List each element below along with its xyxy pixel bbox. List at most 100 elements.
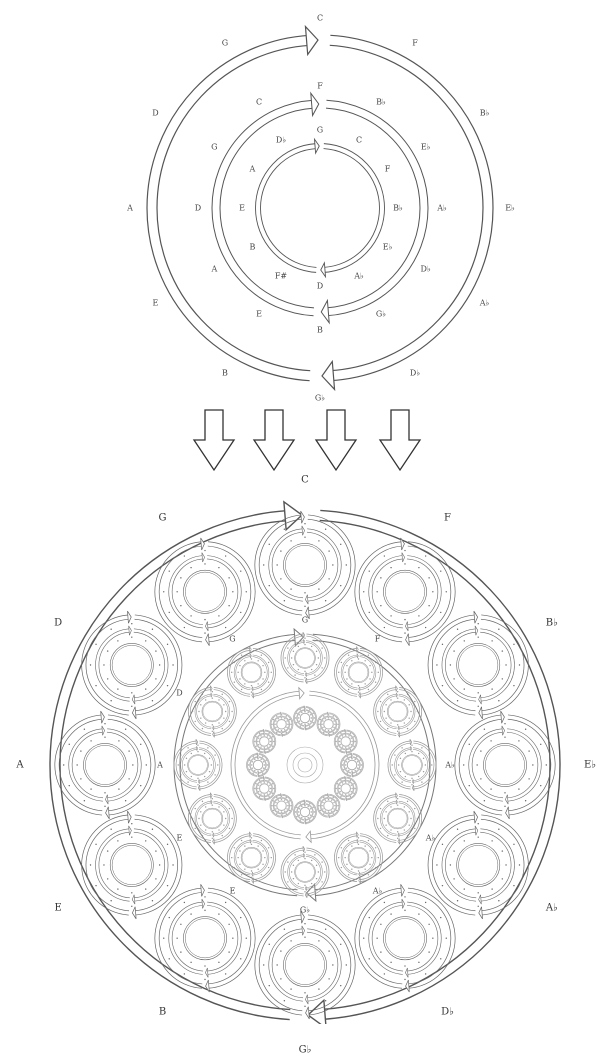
sub-circle-dot bbox=[449, 864, 452, 866]
sub-sub-circle-middle-arc bbox=[213, 693, 231, 730]
sub-sub-circle-outer-arrowhead-icon bbox=[302, 631, 306, 639]
sub-circle-outer-arrowhead-icon bbox=[100, 710, 105, 724]
sub-sub-circle-outer-arrowhead-icon bbox=[397, 838, 401, 845]
tiny-circle-outer-arc bbox=[294, 801, 305, 823]
sub-sub-circle-dot bbox=[321, 647, 323, 649]
big-middle-note-label: A♭ bbox=[445, 760, 455, 770]
tiny-circle-dot bbox=[275, 720, 277, 722]
tiny-circle-middle-arrowhead-icon bbox=[351, 771, 354, 775]
sub-sub-circle-dot bbox=[262, 863, 264, 866]
tiny-circle-dot bbox=[271, 805, 273, 807]
sub-circle-dot bbox=[155, 850, 157, 852]
tiny-circle-dot bbox=[307, 816, 309, 819]
sub-circle-dot bbox=[151, 828, 154, 830]
sub-circle-dot bbox=[190, 913, 192, 915]
sub-circle-dot bbox=[290, 588, 292, 590]
sub-circle-dot bbox=[151, 900, 154, 902]
sub-sub-circle-dot bbox=[204, 806, 207, 808]
tiny-circle-outer-arc bbox=[346, 729, 358, 754]
sub-circle-dot bbox=[280, 950, 282, 952]
tiny-circle-dot bbox=[335, 809, 338, 812]
tiny-circle-middle-arrowhead-icon bbox=[304, 818, 307, 822]
sub-sub-circle-dot bbox=[240, 688, 243, 691]
tiny-circle-inner bbox=[340, 736, 351, 747]
sub-circle-dot bbox=[463, 640, 465, 642]
sub-circle-dot bbox=[168, 916, 170, 919]
sub-sub-circle-dot bbox=[403, 722, 406, 724]
sub-circle-dot bbox=[131, 623, 133, 625]
tiny-circle-dot bbox=[249, 759, 251, 761]
sub-sub-circle-inner bbox=[295, 862, 315, 882]
middle-note-label: A♭ bbox=[437, 203, 447, 213]
tiny-circle-middle-arc bbox=[256, 733, 264, 750]
tiny-circle-middle-arc bbox=[337, 732, 346, 751]
sub-circle-dot bbox=[404, 618, 406, 621]
tiny-circle-outer-arc bbox=[264, 730, 276, 753]
tiny-circle-dot bbox=[299, 803, 301, 805]
middle-note-label: B bbox=[317, 325, 323, 335]
tiny-circle-outer-arrowhead-icon bbox=[262, 728, 265, 733]
tiny-circle-outer-arc bbox=[264, 729, 277, 754]
sub-circle-dot bbox=[158, 864, 161, 866]
sub-circle-dot bbox=[180, 951, 182, 953]
inner-note-label: B♭ bbox=[393, 203, 403, 213]
sub-circle-middle-arc bbox=[480, 831, 512, 899]
sub-circle-outer-arrowhead-icon bbox=[500, 710, 505, 724]
sub-circle-middle-arrowhead-icon bbox=[201, 552, 205, 563]
sub-sub-circle-dot bbox=[228, 720, 231, 723]
sub-circle-middle-arc bbox=[133, 828, 169, 902]
big-outer-note-label: B♭ bbox=[545, 617, 558, 628]
sub-circle-dot bbox=[304, 992, 306, 994]
sub-circle-dot bbox=[280, 550, 282, 552]
sub-sub-circle-middle-arc bbox=[235, 841, 251, 874]
sub-circle-outer-arc bbox=[481, 814, 529, 916]
sub-circle-middle-arrowhead-icon bbox=[478, 894, 482, 905]
sub-circle-dot bbox=[491, 888, 493, 890]
sub-sub-circle-middle-arc bbox=[213, 695, 229, 728]
sub-circle-middle-arc bbox=[306, 531, 339, 599]
tiny-circle-dot bbox=[345, 750, 347, 752]
tiny-circle-middle-arc bbox=[328, 716, 337, 733]
big-outer-note-label: E bbox=[54, 902, 62, 913]
sub-sub-circle-dot bbox=[262, 678, 264, 680]
sub-sub-circle-outer-arrowhead-icon bbox=[395, 792, 398, 799]
sub-circle-outer-arrowhead-icon bbox=[131, 906, 137, 920]
sub-circle-dot bbox=[328, 578, 330, 580]
sub-circle-dot bbox=[363, 937, 365, 939]
sub-sub-circle-dot bbox=[383, 710, 386, 713]
sub-circle-middle-arc bbox=[98, 631, 130, 699]
big-middle-note-label: D bbox=[176, 688, 183, 697]
sub-sub-circle-dot bbox=[383, 817, 386, 820]
sub-sub-circle-middle-arc bbox=[359, 656, 375, 689]
sub-circle-dot bbox=[151, 628, 154, 630]
sub-sub-circle-outer-arc bbox=[252, 650, 274, 695]
sub-sub-circle-dot bbox=[324, 657, 326, 659]
sub-sub-circle-dot bbox=[396, 730, 399, 732]
sub-sub-circle-dot bbox=[321, 861, 323, 863]
tiny-circle-middle-arc bbox=[258, 757, 266, 773]
tiny-circle-dot bbox=[290, 723, 292, 725]
sub-circle-dot bbox=[505, 664, 507, 666]
sub-sub-circle-inner bbox=[240, 847, 263, 869]
sub-circle-dot bbox=[440, 611, 442, 614]
sub-circle-dot bbox=[204, 965, 206, 967]
sub-sub-circle-dot bbox=[357, 843, 360, 846]
sub-sub-circle-dot bbox=[404, 775, 407, 778]
sub-sub-circle-inner bbox=[401, 754, 423, 776]
tiny-circle-dot bbox=[351, 757, 353, 760]
sub-sub-circle-outer-arrowhead-icon bbox=[304, 891, 308, 899]
sub-circle-outer-arrowhead-icon bbox=[478, 906, 483, 920]
tiny-circle-dot bbox=[298, 720, 301, 722]
big-outer-note-label: E♭ bbox=[583, 759, 597, 771]
sub-sub-circle-middle-arc bbox=[306, 640, 323, 676]
tiny-circle-dot bbox=[319, 809, 322, 812]
tiny-circle-middle-arc bbox=[344, 757, 352, 773]
sub-sub-circle-dot bbox=[315, 663, 318, 666]
sub-circle-dot bbox=[106, 850, 109, 852]
sub-sub-circle-dot bbox=[262, 850, 264, 852]
tiny-circle-middle-arc bbox=[319, 715, 329, 733]
sub-sub-circle-dot bbox=[260, 874, 263, 876]
tiny-circle-dot bbox=[348, 746, 350, 748]
sub-circle-outer-arc bbox=[307, 918, 352, 1012]
sub-sub-circle-dot bbox=[200, 717, 202, 719]
